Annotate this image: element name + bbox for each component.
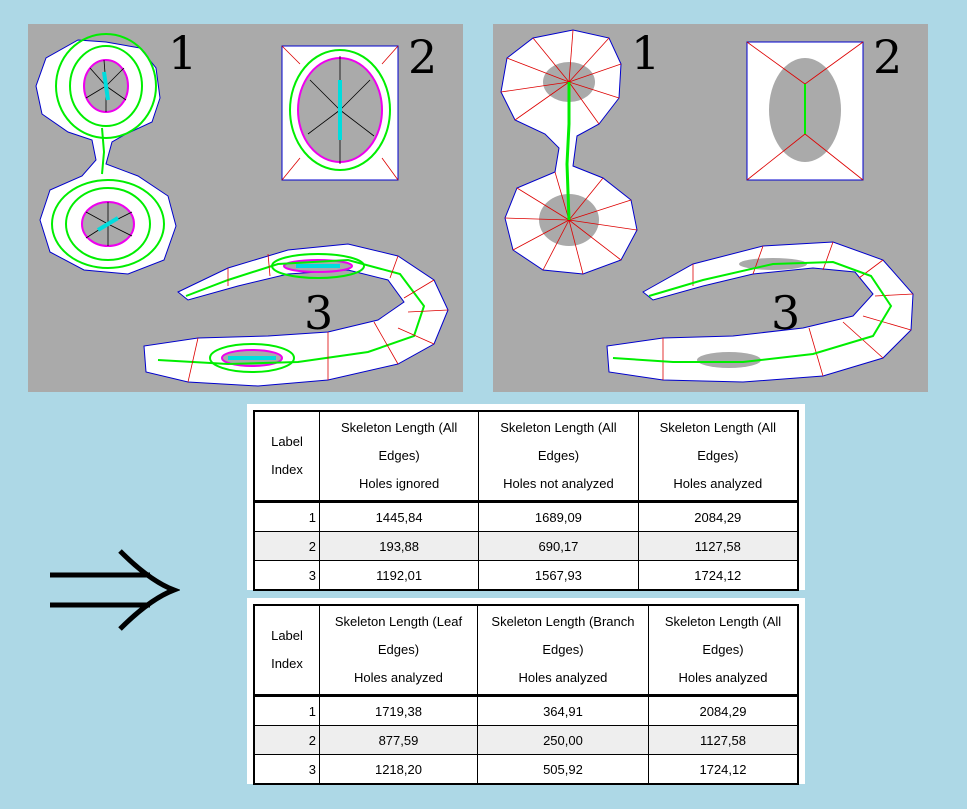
- table-cell: 2: [253, 531, 320, 561]
- table-cell: 2084,29: [637, 501, 799, 532]
- table-cell: 1724,12: [647, 754, 799, 785]
- table-row: 2 877,59 250,00 1127,58: [253, 725, 799, 755]
- right-label-2: 2: [873, 30, 903, 84]
- table-cell: 690,17: [478, 531, 639, 561]
- header-holes-not-analyzed: Skeleton Length (All Edges)Holes not ana…: [478, 410, 639, 503]
- left-label-3: 3: [304, 286, 334, 340]
- table-cell: 1218,20: [319, 754, 478, 785]
- right-skeleton-drawing: [500, 29, 914, 383]
- table-cell: 1127,58: [647, 725, 799, 755]
- table-holes-comparison: Label Index Skeleton Length (All Edges)H…: [253, 410, 799, 591]
- left-label-1: 1: [168, 26, 198, 80]
- table-row: 1 1719,38 364,91 2084,29: [253, 695, 799, 726]
- table-edge-types: Label Index Skeleton Length (Leaf Edges)…: [253, 604, 799, 785]
- table-cell: 1567,93: [478, 560, 639, 591]
- left-skeleton-panel: 1 2 3: [28, 24, 463, 392]
- table-cell: 1127,58: [637, 531, 799, 561]
- table-cell: 364,91: [476, 695, 649, 726]
- right-skeleton-panel: 1 2 3: [493, 24, 928, 392]
- table-cell: 1: [253, 501, 320, 532]
- table-cell: 3: [253, 754, 320, 785]
- implies-arrow-icon: [50, 549, 180, 631]
- table-cell: 1719,38: [319, 695, 478, 726]
- left-skeleton-drawing: [35, 33, 449, 387]
- left-label-2: 2: [408, 30, 438, 84]
- table-cell: 3: [253, 560, 320, 591]
- table-cell: 1689,09: [478, 501, 639, 532]
- table-cell: 505,92: [476, 754, 649, 785]
- table-cell: 2084,29: [647, 695, 799, 726]
- table-cell: 1: [253, 695, 320, 726]
- header-holes-ignored: Skeleton Length (All Edges)Holes ignored: [318, 410, 480, 503]
- table-cell: 193,88: [318, 531, 480, 561]
- table-cell: 877,59: [319, 725, 478, 755]
- right-label-1: 1: [631, 26, 661, 80]
- header-label-index: Label Index: [253, 410, 320, 503]
- skeleton-length-table-edges: Label Index Skeleton Length (Leaf Edges)…: [247, 598, 805, 785]
- header-branch-edges: Skeleton Length (Branch Edges)Holes anal…: [476, 604, 649, 697]
- header-holes-analyzed: Skeleton Length (All Edges)Holes analyze…: [637, 410, 799, 503]
- table-cell: 1445,84: [318, 501, 480, 532]
- table-row: 1 1445,84 1689,09 2084,29: [253, 501, 799, 532]
- table-cell: 1724,12: [637, 560, 799, 591]
- table-cell: 1192,01: [318, 560, 480, 591]
- table-row: 3 1218,20 505,92 1724,12: [253, 754, 799, 785]
- table-cell: 250,00: [476, 725, 649, 755]
- right-label-3: 3: [771, 286, 801, 340]
- skeleton-length-table-holes: Label Index Skeleton Length (All Edges)H…: [247, 404, 805, 591]
- table-row: 2 193,88 690,17 1127,58: [253, 531, 799, 561]
- header-all-edges: Skeleton Length (All Edges)Holes analyze…: [647, 604, 799, 697]
- header-leaf-edges: Skeleton Length (Leaf Edges)Holes analyz…: [319, 604, 478, 697]
- table-header-row: Label Index Skeleton Length (Leaf Edges)…: [253, 604, 799, 697]
- table-row: 3 1192,01 1567,93 1724,12: [253, 560, 799, 591]
- header-label-index: Label Index: [253, 604, 320, 697]
- table-header-row: Label Index Skeleton Length (All Edges)H…: [253, 410, 799, 503]
- table-cell: 2: [253, 725, 320, 755]
